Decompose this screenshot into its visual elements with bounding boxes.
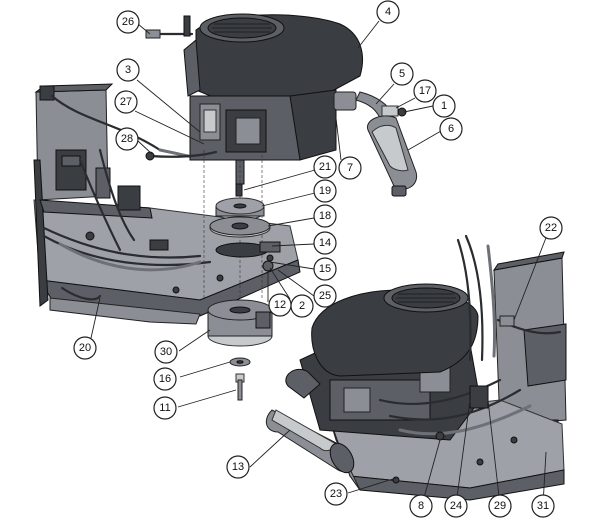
callout-14: 14 [313, 231, 337, 255]
callout-2-label: 2 [299, 300, 305, 312]
callout-3: 3 [116, 58, 140, 82]
callout-21-label: 21 [319, 161, 331, 173]
callout-26-label: 26 [122, 16, 134, 28]
callout-19-label: 19 [319, 185, 331, 197]
callout-4-label: 4 [385, 6, 391, 18]
callout-21: 21 [313, 155, 337, 179]
callout-24: 24 [444, 494, 468, 518]
callout-31-label: 31 [537, 500, 549, 512]
callout-20-label: 20 [79, 342, 91, 354]
callout-17: 17 [413, 79, 437, 103]
callout-13-label: 13 [232, 461, 244, 473]
callout-1-label: 1 [441, 100, 447, 112]
callout-5-label: 5 [399, 68, 405, 80]
callout-29: 29 [488, 494, 512, 518]
callout-8: 8 [409, 494, 433, 518]
callout-2: 2 [290, 294, 314, 318]
callout-22: 22 [539, 216, 563, 240]
callout-27: 27 [114, 90, 138, 114]
callout-22-label: 22 [545, 222, 557, 234]
callout-25: 25 [313, 284, 337, 308]
callout-16: 16 [153, 367, 177, 391]
callout-12: 12 [268, 293, 292, 317]
callout-5: 5 [390, 62, 414, 86]
callout-27-label: 27 [120, 96, 132, 108]
callout-11-label: 11 [159, 402, 170, 414]
callout-14-label: 14 [319, 237, 331, 249]
callout-6-label: 6 [448, 123, 454, 135]
callout-15: 15 [313, 257, 337, 281]
callout-11: 11 [153, 396, 177, 420]
callout-16-label: 16 [159, 373, 171, 385]
callout-20: 20 [73, 336, 97, 360]
callout-18: 18 [313, 204, 337, 228]
callout-19: 19 [313, 179, 337, 203]
callout-24-label: 24 [450, 500, 462, 512]
callout-17-label: 17 [419, 85, 431, 97]
callout-28-label: 28 [121, 133, 133, 145]
callout-12-label: 12 [274, 299, 286, 311]
callout-4: 4 [376, 0, 400, 24]
callout-23-label: 23 [330, 488, 342, 500]
callout-23: 23 [324, 482, 348, 506]
callout-6: 6 [439, 117, 463, 141]
callout-13: 13 [226, 455, 250, 479]
callout-28: 28 [115, 127, 139, 151]
callout-25-label: 25 [319, 290, 331, 302]
lower-right-assembly [265, 234, 567, 501]
callout-8-label: 8 [418, 500, 424, 512]
upper-engine [145, 13, 418, 300]
callout-15-label: 15 [319, 263, 331, 275]
callout-26: 26 [116, 10, 140, 34]
pulley-stack [207, 183, 281, 401]
callout-29-label: 29 [494, 500, 506, 512]
callout-18-label: 18 [319, 210, 331, 222]
leader-lines [90, 20, 550, 506]
callout-30-label: 30 [160, 346, 172, 358]
lower-shroud-fins [396, 293, 456, 303]
callout-7-label: 7 [347, 162, 353, 174]
callout-30: 30 [154, 340, 178, 364]
callout-31: 31 [531, 494, 555, 518]
callout-3-label: 3 [125, 64, 131, 76]
callout-1: 1 [432, 94, 456, 118]
callout-7: 7 [338, 156, 362, 180]
shroud-fins [212, 23, 272, 33]
